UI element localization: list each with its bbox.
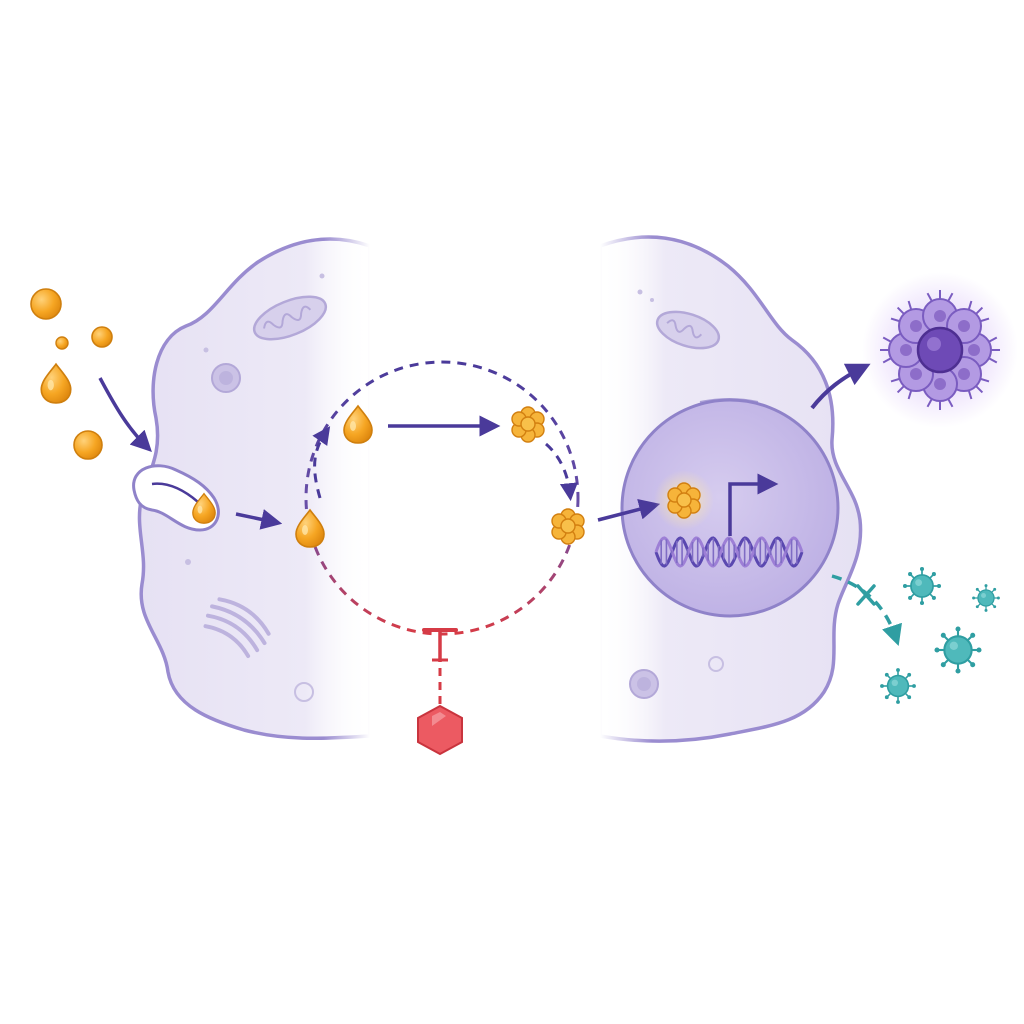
vesicle-icon: [211, 363, 241, 393]
lysosome-icon: [185, 273, 325, 702]
vesicle-icon: [629, 669, 659, 699]
transcription-start-arrow-icon: [728, 473, 779, 536]
block-x-icon: [856, 584, 876, 606]
virus-icon: [933, 625, 983, 675]
droplet-icon: [73, 430, 103, 460]
blocked-arrow: [831, 574, 902, 646]
lysosome-icon: [637, 289, 724, 672]
to-cycle-arrow: [235, 509, 283, 530]
signaling-cycle: [295, 360, 585, 636]
to-nucleus-arrow: [597, 498, 661, 522]
activation-arrow: [810, 363, 871, 410]
hexamer-complex-icon: [511, 406, 545, 443]
hexagon-inhibitor-icon: [417, 704, 463, 756]
droplet-icon: [55, 336, 69, 350]
droplet-icon: [91, 326, 113, 348]
endocytic-vesicle: [132, 464, 220, 532]
mitochondrion-icon: [655, 310, 721, 350]
nucleus-contents: [654, 470, 804, 568]
hexamer-complex-icon: [551, 508, 585, 545]
droplet-icon: [30, 288, 62, 320]
dna-helix-icon: [654, 536, 804, 568]
golgi-icon: [203, 597, 271, 659]
virus-icon: [971, 583, 1001, 613]
entry-arrow: [98, 377, 152, 452]
inhibition: [417, 628, 463, 756]
mitochondrion-icon: [252, 295, 328, 341]
hexamer-complex-icon: [667, 482, 701, 519]
virus-icon: [902, 566, 942, 606]
virus-icon: [879, 667, 917, 705]
viruses: [879, 566, 1001, 705]
immune-cell-icon: [862, 272, 1018, 428]
extracellular-molecules: [30, 288, 113, 460]
droplet-icon: [40, 363, 72, 404]
